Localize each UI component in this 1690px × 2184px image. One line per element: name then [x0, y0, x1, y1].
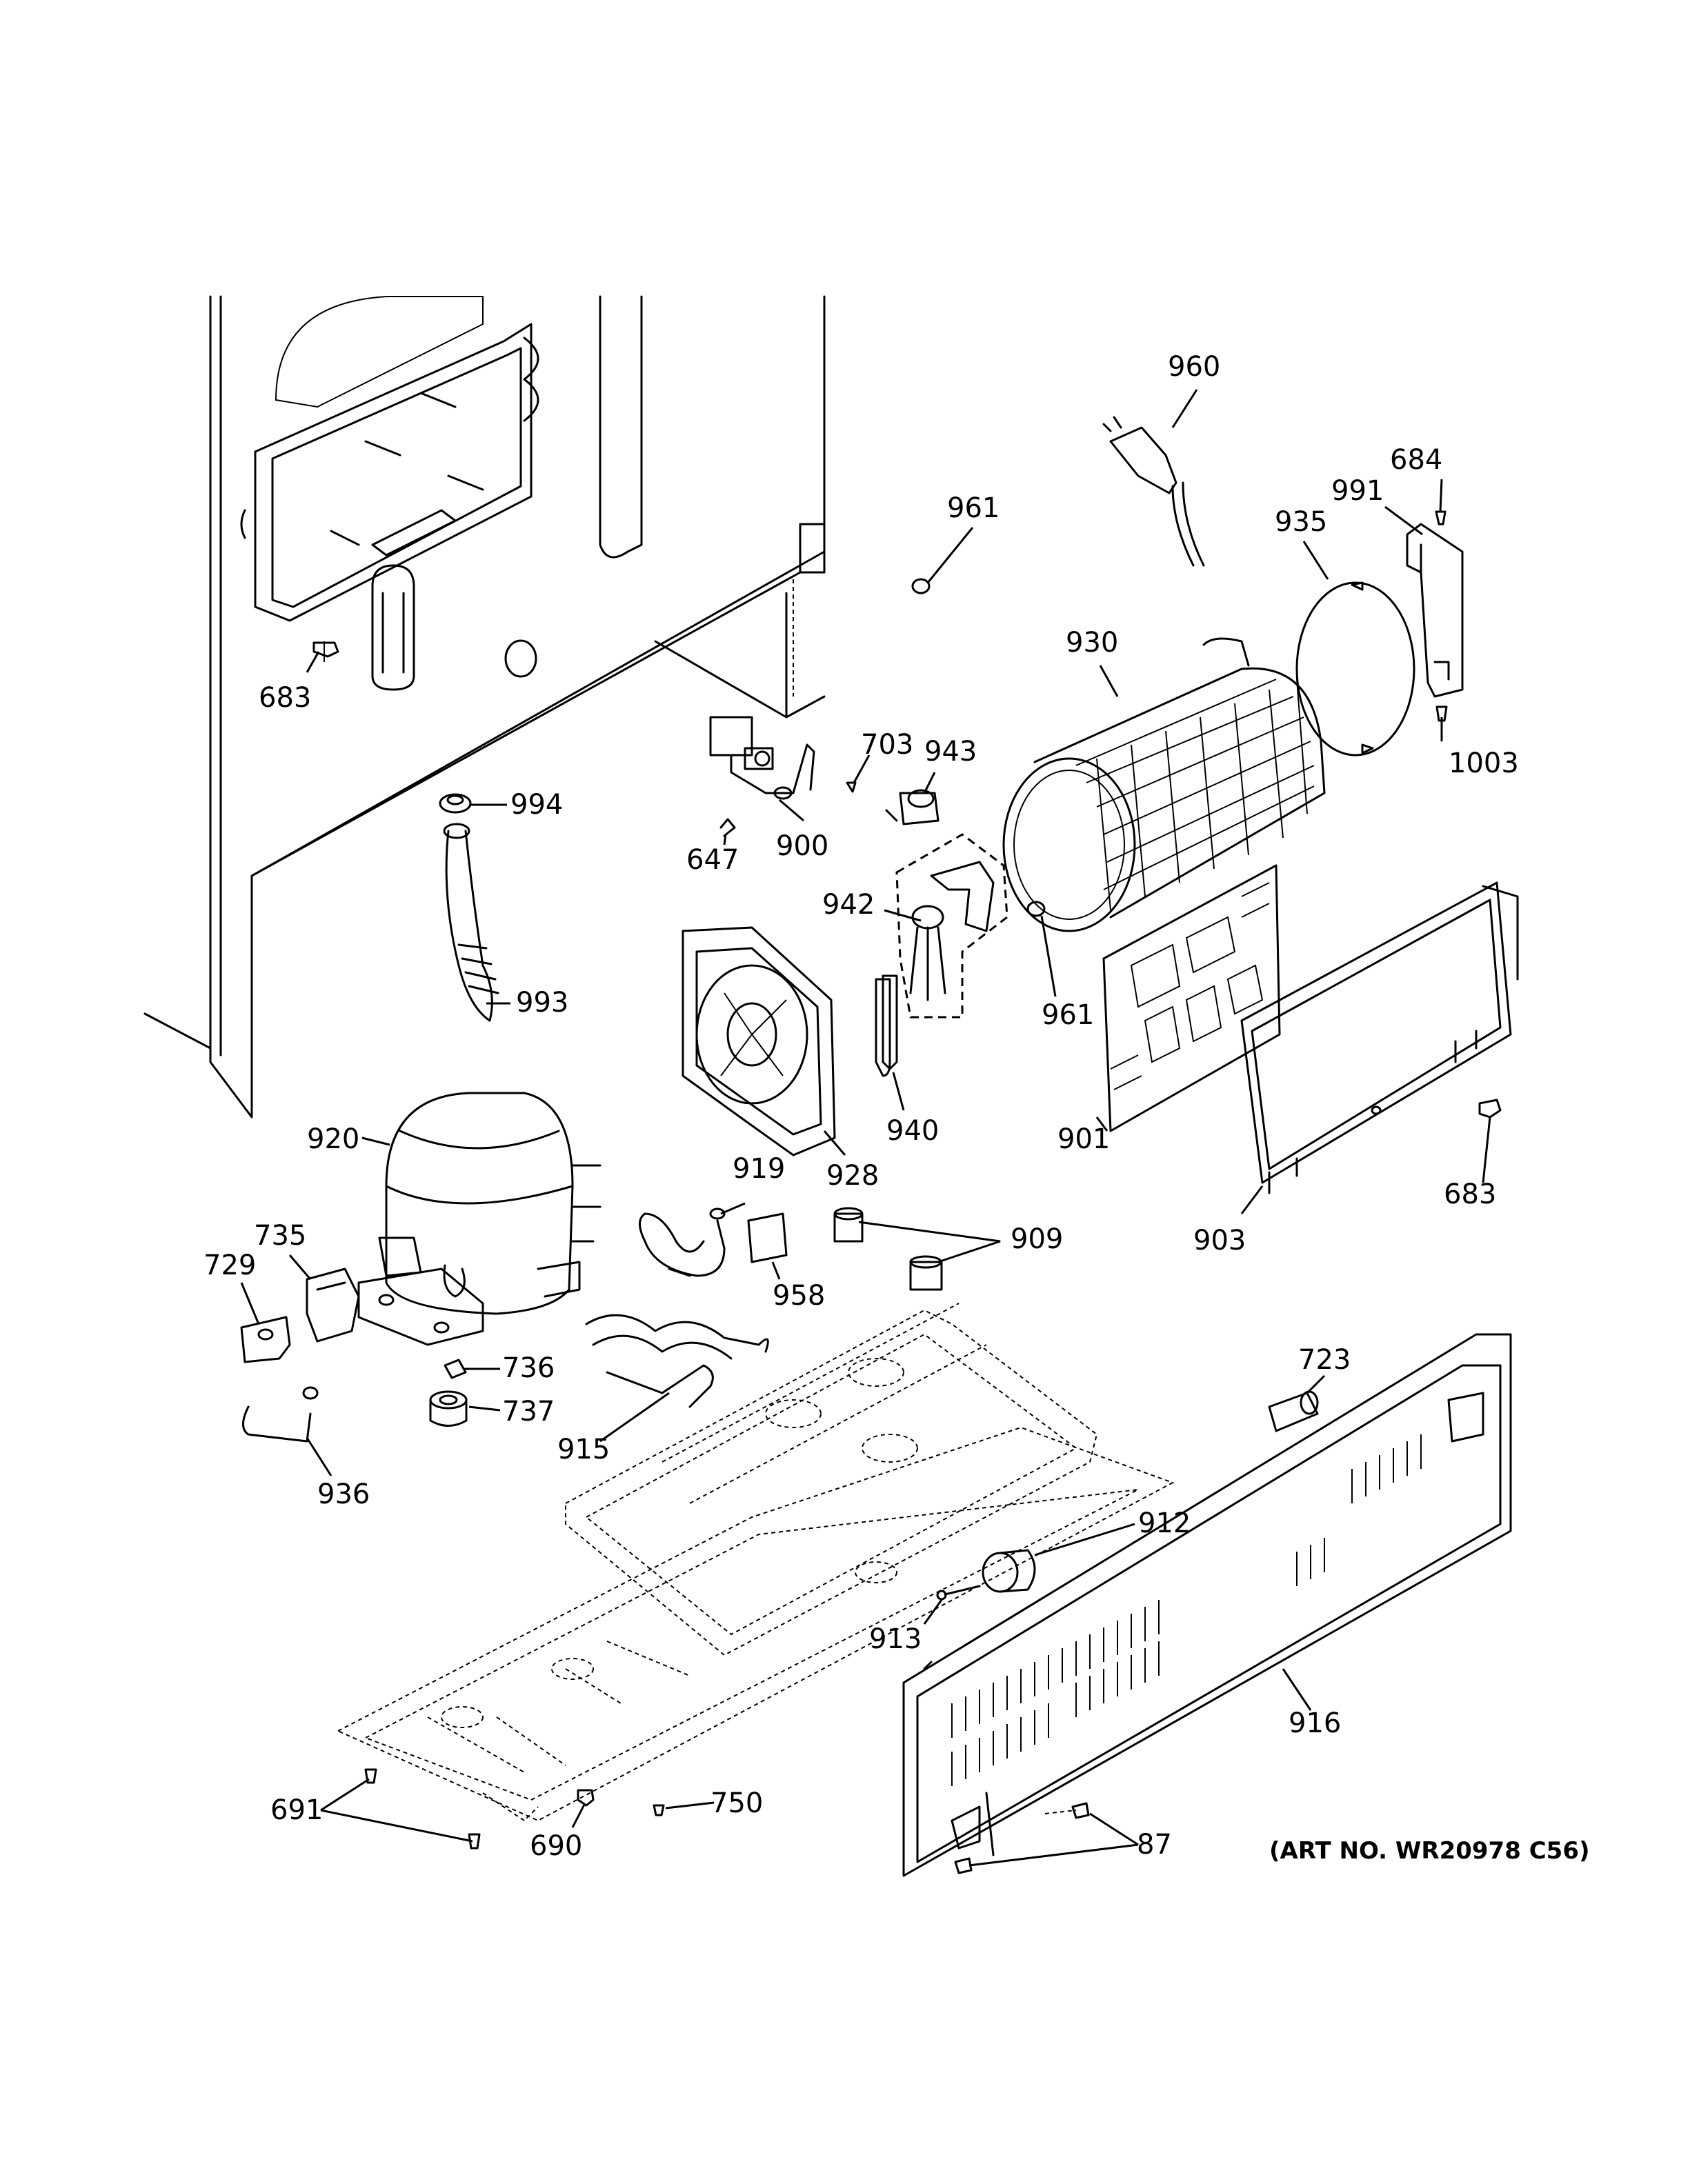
callout-736: 736	[502, 1352, 555, 1384]
dryer-tube-915	[585, 1314, 769, 1408]
grommet-994	[439, 793, 472, 814]
board-cover-903	[1240, 881, 1519, 1194]
callout-683-lower: 683	[1444, 1179, 1496, 1210]
bracket-991	[1406, 523, 1464, 698]
screw-683-lower	[1478, 1099, 1502, 1119]
screw-684	[1435, 510, 1447, 525]
callout-750: 750	[710, 1787, 763, 1819]
callout-735: 735	[254, 1220, 306, 1252]
power-cord-960	[1102, 416, 1205, 567]
overload-735	[306, 1268, 360, 1343]
callout-729: 729	[203, 1250, 256, 1281]
callout-912: 912	[1138, 1507, 1191, 1539]
control-board-901	[1102, 864, 1281, 1132]
water-valve-900	[709, 716, 815, 800]
callout-737: 737	[502, 1396, 555, 1427]
callout-703: 703	[861, 729, 913, 761]
screws-691	[364, 1768, 481, 1850]
relay-cover-729	[240, 1316, 291, 1363]
screw-750	[653, 1804, 665, 1816]
art-number: (ART NO. WR20978 C56)	[1269, 1837, 1590, 1865]
callout-928: 928	[826, 1160, 879, 1192]
callout-900: 900	[776, 830, 828, 862]
cabinet-back-panel	[143, 295, 826, 1119]
callout-961-middle: 961	[1042, 999, 1094, 1031]
callout-930: 930	[1066, 627, 1118, 659]
callout-913: 913	[869, 1623, 922, 1655]
callout-935: 935	[1275, 506, 1327, 538]
ground-wire-936	[242, 1386, 319, 1443]
defrost-thermostat-942-assembly	[882, 833, 1008, 1070]
cover-935	[1295, 581, 1415, 757]
screw-703	[846, 781, 857, 793]
callout-916: 916	[1289, 1707, 1341, 1739]
callout-723: 723	[1298, 1344, 1351, 1376]
callout-683-upper: 683	[259, 682, 311, 714]
callout-684: 684	[1390, 444, 1442, 476]
grille-916	[902, 1333, 1512, 1877]
callout-919: 919	[733, 1153, 785, 1185]
callout-920: 920	[307, 1123, 359, 1155]
screw-683-upper	[312, 641, 339, 662]
callout-87: 87	[1137, 1829, 1172, 1861]
callout-915: 915	[557, 1434, 610, 1465]
callout-940: 940	[886, 1115, 939, 1147]
screw-1003	[1435, 705, 1448, 722]
screws-87	[954, 1802, 1090, 1874]
grommet-737	[429, 1390, 468, 1427]
callout-993: 993	[516, 987, 568, 1019]
callout-942: 942	[822, 889, 875, 921]
clip-736	[444, 1359, 467, 1379]
callout-690: 690	[530, 1830, 582, 1862]
label-958	[747, 1212, 788, 1263]
clip-647	[719, 818, 736, 837]
callout-943: 943	[924, 736, 977, 768]
callout-936: 936	[317, 1479, 370, 1510]
motor-912	[982, 1549, 1036, 1593]
tube-919	[639, 1208, 726, 1277]
callout-994: 994	[510, 789, 563, 821]
callout-958: 958	[773, 1280, 825, 1312]
evaporator-fan-shroud-928	[682, 926, 836, 1156]
grommets-909	[833, 1207, 943, 1291]
shaft-913	[936, 1585, 981, 1601]
callout-961-upper: 961	[947, 492, 1000, 524]
callout-labels: 960 684 991 935 961 930 683 703 943 1003…	[203, 351, 1590, 1865]
leader-lines	[240, 389, 1491, 1867]
callout-1003: 1003	[1449, 748, 1519, 779]
callout-991: 991	[1331, 475, 1384, 507]
callout-691: 691	[270, 1794, 323, 1826]
relay-943	[885, 789, 940, 825]
callout-960: 960	[1168, 351, 1220, 383]
callout-903: 903	[1193, 1225, 1246, 1256]
screw-690	[577, 1789, 595, 1807]
callout-901: 901	[1057, 1123, 1110, 1155]
screw-961-middle	[1026, 901, 1046, 917]
callout-647: 647	[686, 844, 739, 876]
screw-961-upper	[911, 578, 931, 594]
compressor-920	[357, 1092, 602, 1346]
callout-909: 909	[1011, 1223, 1063, 1255]
drain-tube-993	[443, 823, 499, 1022]
spacer-723	[1268, 1390, 1319, 1432]
defrost-heater-940	[875, 978, 891, 1077]
machine-compartment-tray	[336, 1303, 1175, 1822]
